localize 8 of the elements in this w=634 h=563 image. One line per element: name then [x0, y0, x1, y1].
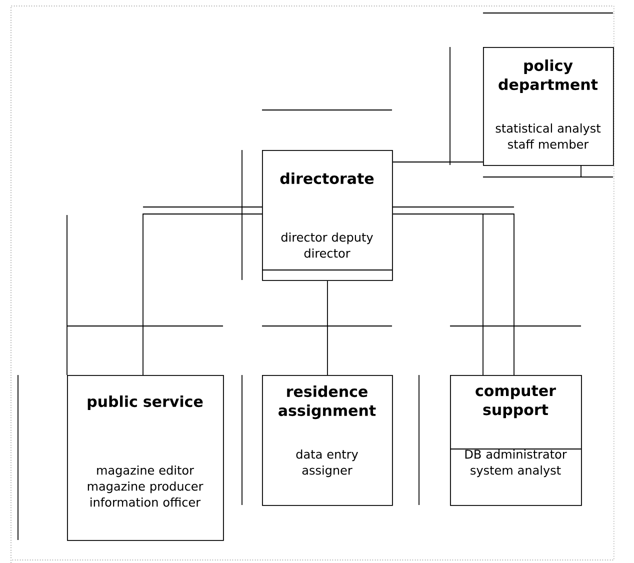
org-box: public service magazine editor magazine producer information officer — [67, 375, 224, 541]
connector-line — [327, 280, 328, 376]
connector-line — [142, 214, 262, 376]
org-box: policy department statistical analyst staff member — [483, 47, 614, 166]
org-box: computer support DB administrator system analyst — [450, 375, 582, 506]
connector-line — [392, 214, 514, 376]
org-box: residence assignment data entry assigner — [262, 375, 393, 506]
org-box: directorate director deputy director — [262, 150, 393, 281]
